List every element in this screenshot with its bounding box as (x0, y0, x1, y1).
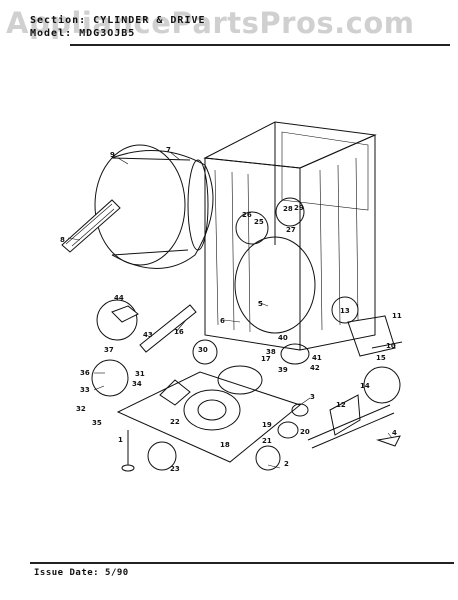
callout-20: 20 (300, 428, 310, 436)
callout-2: 2 (284, 460, 289, 468)
dryer-cabinet (203, 121, 377, 351)
callout-4: 4 (392, 429, 397, 437)
callout-31: 31 (135, 370, 145, 378)
motor-part-10 (347, 315, 396, 357)
callout-8: 8 (60, 236, 65, 244)
callout-18: 18 (220, 441, 230, 449)
callout-12: 12 (336, 401, 346, 409)
page-header: AppliancePartsPros.com Section: CYLINDER… (0, 0, 458, 48)
callout-14: 14 (360, 382, 370, 390)
leader-lines (67, 151, 393, 469)
page-footer: Issue Date: 5/90 (0, 560, 458, 600)
model-number: Model: MDG3OJB5 (30, 28, 136, 39)
callout-28: 28 (283, 205, 293, 213)
inset-circle-31-37 (91, 359, 129, 397)
part-4 (376, 435, 401, 447)
callout-15: 15 (376, 354, 386, 362)
callout-10: 10 (386, 342, 396, 350)
callout-6: 6 (220, 317, 225, 325)
inset-circle-28-29 (275, 197, 305, 227)
callout-3: 3 (310, 393, 315, 401)
callout-27: 27 (286, 226, 296, 234)
callout-7: 7 (166, 146, 171, 154)
bracket-rail (307, 404, 395, 449)
callout-40: 40 (278, 334, 288, 342)
inset-circle-14 (363, 366, 401, 404)
callout-43: 43 (143, 331, 153, 339)
inset-circle-30 (192, 339, 218, 365)
callout-30: 30 (198, 346, 208, 354)
part-15 (371, 341, 403, 349)
bracket-12 (329, 394, 361, 436)
callout-29: 29 (294, 204, 304, 212)
part-43 (111, 305, 139, 323)
callout-34: 34 (132, 380, 142, 388)
callout-35: 35 (92, 419, 102, 427)
inset-circle-2 (255, 445, 281, 471)
callout-37: 37 (104, 346, 114, 354)
watermark: AppliancePartsPros.com (6, 6, 415, 40)
section-title: Section: CYLINDER & DRIVE (30, 15, 206, 26)
inset-circle-26-27 (235, 211, 269, 245)
callout-11: 11 (392, 312, 402, 320)
callout-22: 22 (170, 418, 180, 426)
part-16 (139, 304, 197, 353)
base-motor-assembly (116, 343, 310, 472)
callout-labels: 9 7 8 26 25 27 28 29 5 6 44 43 16 13 11 … (60, 146, 402, 473)
callout-5: 5 (258, 300, 263, 308)
callout-19: 19 (262, 421, 272, 429)
callout-32: 32 (76, 405, 86, 413)
callout-25: 25 (254, 218, 264, 226)
callout-44: 44 (114, 294, 124, 302)
callout-38: 38 (266, 348, 276, 356)
callout-21: 21 (262, 437, 272, 445)
inset-circle-13 (331, 296, 359, 324)
callout-26: 26 (242, 211, 252, 219)
footer-divider (30, 562, 454, 564)
callout-13: 13 (340, 307, 350, 315)
callout-9: 9 (110, 151, 115, 159)
inset-circle-23 (147, 441, 177, 471)
callout-41: 41 (312, 354, 322, 362)
callout-42: 42 (310, 364, 320, 372)
header-divider (70, 44, 450, 46)
inset-circle-43-44 (96, 299, 138, 341)
callout-17: 17 (261, 355, 271, 363)
callout-39: 39 (278, 366, 288, 374)
callout-1: 1 (118, 436, 123, 444)
callout-36: 36 (80, 369, 90, 377)
callout-23: 23 (170, 465, 180, 473)
callout-33: 33 (80, 386, 90, 394)
callout-16: 16 (174, 328, 184, 336)
drum-cylinder (61, 144, 214, 269)
issue-date: Issue Date: 5/90 (34, 568, 129, 578)
